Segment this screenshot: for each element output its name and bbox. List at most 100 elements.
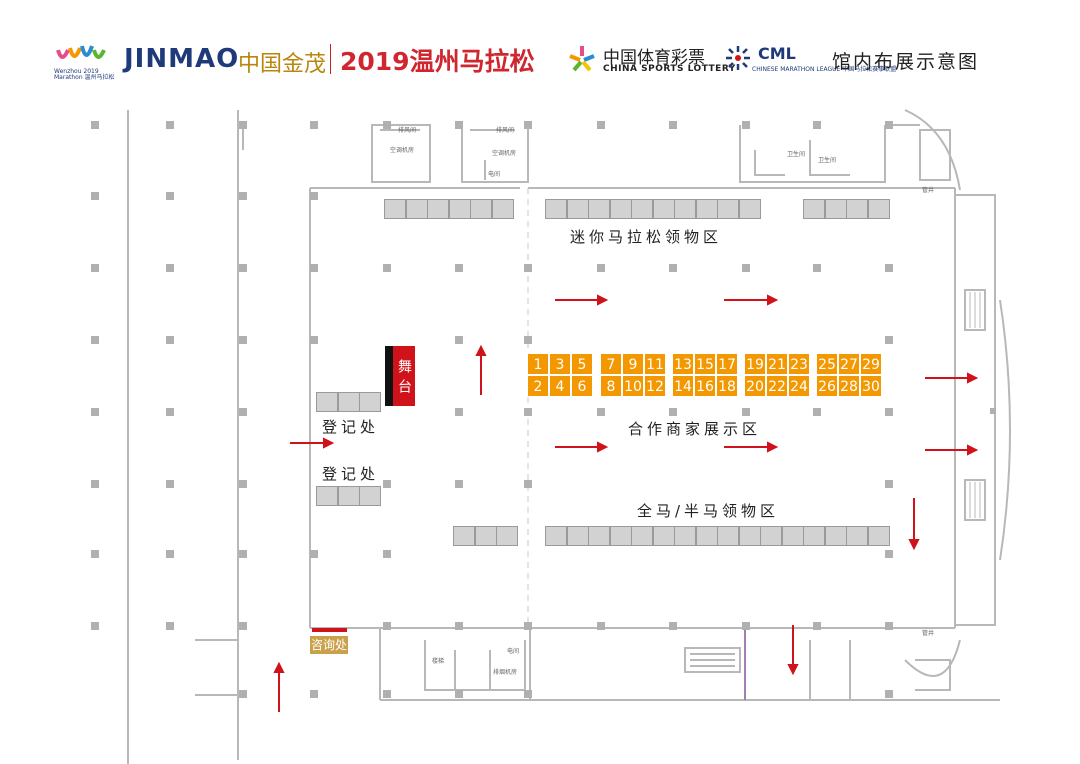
pickup-desk [674, 199, 696, 219]
pickup-desk [405, 199, 428, 219]
pickup-desk [609, 199, 632, 219]
pickup-desk [359, 486, 381, 506]
room-label: 楼梯 [432, 658, 445, 665]
pickup-desk [824, 199, 847, 219]
booth: 21 [766, 353, 788, 375]
pickup-desk [588, 526, 610, 546]
pickup-desk [631, 199, 653, 219]
header-divider [330, 44, 331, 74]
booth: 25 [816, 353, 838, 375]
zone-mini-marathon-label: 迷你马拉松领物区 [570, 228, 723, 246]
pickup-desk [867, 199, 890, 219]
pickup-desk [824, 526, 847, 546]
pickup-desk [337, 486, 360, 506]
booth: 17 [716, 353, 738, 375]
booth: 13 [672, 353, 694, 375]
booth: 2 [527, 375, 549, 397]
info-desk: 咨询处 [310, 636, 348, 654]
room-label: 管井 [922, 630, 935, 637]
room-label: 电间 [488, 171, 501, 178]
stage-backdrop [385, 346, 393, 406]
room-label: 卫生间 [818, 157, 837, 164]
booth: 3 [549, 353, 571, 375]
jinmao-logo: JINMAO [124, 44, 240, 74]
booth: 7 [600, 353, 622, 375]
cml-subtitle: CHINESE MARATHON LEAGUE 中国马拉松赛事联盟 [752, 66, 897, 73]
pickup-desk [566, 526, 589, 546]
pickup-desk [867, 526, 890, 546]
zone-full-half-label: 全马/半马领物区 [637, 502, 780, 520]
booth: 8 [600, 375, 622, 397]
booth: 20 [744, 375, 766, 397]
pickup-desk [760, 526, 782, 546]
wenzhou-marathon-logo: Wenzhou 2019 Marathon 温州马拉松 [54, 45, 115, 80]
booth: 30 [860, 375, 882, 397]
stage-label: 舞台 [393, 346, 415, 406]
booth: 28 [838, 375, 860, 397]
booth: 23 [788, 353, 810, 375]
stage: 舞台 [385, 346, 415, 406]
pickup-desk [652, 526, 675, 546]
flow-arrows [273, 294, 979, 712]
registration-label-2: 登记处 [322, 465, 380, 483]
booth: 19 [744, 353, 766, 375]
pickup-desk [453, 526, 475, 546]
pickup-desk [803, 526, 825, 546]
room-label: 电间 [507, 648, 520, 655]
pickup-desk [470, 199, 492, 219]
room-label: 排烟机房 [493, 669, 518, 676]
marathon-title: 2019温州马拉松 [340, 47, 535, 76]
booth: 26 [816, 375, 838, 397]
pickup-desk [738, 526, 761, 546]
pickup-desk [652, 199, 675, 219]
pickup-desk [545, 526, 567, 546]
sports-lottery-icon [569, 46, 595, 72]
booth: 10 [622, 375, 644, 397]
pickup-desk [717, 526, 739, 546]
pickup-desk [359, 392, 381, 412]
room-label: 空调机房 [390, 147, 415, 154]
pickup-desk [491, 199, 514, 219]
pickup-desk [738, 199, 761, 219]
booth: 11 [644, 353, 666, 375]
booth: 22 [766, 375, 788, 397]
pickup-desk [316, 392, 338, 412]
pickup-desk [566, 199, 589, 219]
pickup-desk [803, 199, 825, 219]
pickup-desk [846, 199, 868, 219]
pickup-desk [384, 199, 406, 219]
pickup-desk [674, 526, 696, 546]
pickup-desk [545, 199, 567, 219]
booth: 6 [571, 375, 593, 397]
pickup-desk [846, 526, 868, 546]
pickup-desk [631, 526, 653, 546]
cml-icon [726, 46, 750, 70]
pickup-desk [717, 199, 739, 219]
lottery-cn: 中国体育彩票 [603, 48, 705, 68]
svg-text:Marathon 温州马拉松: Marathon 温州马拉松 [54, 73, 115, 80]
room-label: 排风间 [496, 127, 515, 134]
booth: 24 [788, 375, 810, 397]
pickup-desk [695, 199, 718, 219]
room-label: 空调机房 [492, 150, 517, 157]
pickup-desk [695, 526, 718, 546]
cml-logo: CML [758, 44, 796, 63]
registration-label-1: 登记处 [322, 418, 380, 436]
booth: 9 [622, 353, 644, 375]
pickup-desk [316, 486, 338, 506]
zone-partner-exhibit-label: 合作商家展示区 [628, 420, 762, 438]
column-grid [91, 121, 996, 698]
info-desk-marker [312, 628, 347, 632]
room-label: 管井 [922, 187, 935, 194]
booth: 18 [716, 375, 738, 397]
jinmao-cn-logo: 中国金茂 [238, 52, 327, 77]
booth: 14 [672, 375, 694, 397]
pickup-desk [448, 199, 471, 219]
booth: 12 [644, 375, 666, 397]
room-label: 排风间 [398, 127, 417, 134]
pickup-desk [609, 526, 632, 546]
pickup-desk [337, 392, 360, 412]
booth: 1 [527, 353, 549, 375]
pickup-desk [781, 526, 804, 546]
booth: 16 [694, 375, 716, 397]
